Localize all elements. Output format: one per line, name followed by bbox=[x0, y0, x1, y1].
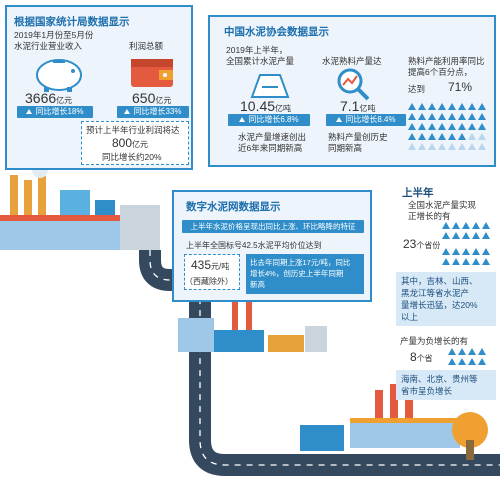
provinces-up-triangles bbox=[442, 222, 498, 246]
profit-growth-bar: 同比增长33% bbox=[117, 106, 189, 118]
revenue-label: 水泥行业营业收入 bbox=[14, 41, 83, 51]
provinces-up-value: 23个省份 bbox=[403, 237, 441, 251]
note2-line1: 熟料产量创历史 bbox=[328, 132, 388, 142]
util-line2: 提高6个百分点， bbox=[408, 67, 473, 77]
digital-net-panel: 数字水泥网数据显示 上半年水泥价格呈现出同比上涨、环比略降的特征 上半年全国标号… bbox=[172, 190, 372, 302]
utilization-triangle-grid bbox=[408, 103, 492, 155]
util-value: 71% bbox=[448, 80, 473, 94]
provinces-up-triangles-2 bbox=[442, 248, 498, 268]
forecast-value: 800亿元 bbox=[112, 136, 149, 150]
stats-bureau-panel: 根据国家统计局数据显示 2019年1月份至5月份 水泥行业营业收入 利润总额 3… bbox=[5, 5, 193, 170]
price-headline-bar: 上半年水泥价格呈现出同比上涨、环比略降的特征 bbox=[182, 220, 364, 233]
stats-bureau-title: 根据国家统计局数据显示 bbox=[14, 16, 130, 28]
compare-line3: 新高 bbox=[250, 280, 265, 289]
cement-assoc-panel: 中国水泥协会数据显示 2019年上半年， 全国累计水泥产量 水泥熟料产量达 10… bbox=[208, 15, 496, 167]
side-sub2: 正增长的有 bbox=[408, 211, 451, 221]
intro-line2: 全国累计水泥产量 bbox=[226, 56, 295, 66]
side-heading: 上半年 bbox=[402, 187, 434, 199]
compare-line2: 增长4%，创历史上半年同期 bbox=[250, 269, 344, 278]
provinces-down-value: 8个省 bbox=[410, 350, 433, 364]
factory-right-illustration bbox=[300, 384, 488, 460]
util-line1: 熟料产能利用率同比 bbox=[408, 56, 485, 66]
price-note: （西藏除外） bbox=[185, 277, 233, 286]
price-compare-box: 比去年同期上涨17元/吨，同比 增长4%，创历史上半年同期 新高 bbox=[246, 254, 364, 294]
period-text: 2019年1月份至5月份 bbox=[14, 30, 94, 40]
intro-line1: 2019年上半年， bbox=[226, 45, 288, 55]
note1-line2: 近6年来同期新高 bbox=[238, 143, 303, 153]
output-growth-bar: 同比增长6.8% bbox=[228, 114, 310, 126]
arrow-up-icon bbox=[124, 109, 131, 114]
profit-value: 650亿元 bbox=[132, 90, 172, 106]
revenue-growth-bar: 同比增长18% bbox=[17, 106, 93, 118]
fast-line1: 其中，吉林、山西、 bbox=[401, 276, 478, 286]
magnifier-chart-icon bbox=[337, 68, 370, 101]
clinker-value: 7.1亿吨 bbox=[340, 98, 376, 114]
price-box: 435元/吨 （西藏除外） bbox=[184, 254, 240, 290]
revenue-value: 3666亿元 bbox=[25, 90, 73, 106]
arrow-up-icon bbox=[26, 109, 33, 114]
note2-line2: 同期新高 bbox=[328, 143, 363, 153]
side-sub1: 全国水泥产量实现 bbox=[408, 200, 477, 210]
fast-line2: 黑龙江等省水泥产 bbox=[401, 288, 470, 298]
compare-line1: 比去年同期上涨17元/吨，同比 bbox=[250, 258, 351, 267]
negative-list-block: 海南、北京、贵州等 省市呈负增长 bbox=[396, 370, 496, 400]
fast-growth-block: 其中，吉林、山西、 黑龙江等省水泥产 量增长迅猛，达20% 以上 bbox=[396, 272, 496, 326]
wallet-icon bbox=[131, 59, 173, 87]
fast-line3: 量增长迅猛，达20% bbox=[401, 300, 478, 310]
cement-mixer-icon bbox=[250, 74, 290, 98]
piggy-bank-icon bbox=[36, 59, 82, 92]
forecast-line1: 预计上半年行业利润将达 bbox=[86, 125, 180, 135]
note1-line1: 水泥产量增速创出 bbox=[238, 132, 307, 142]
avg-price-line: 上半年全国标号42.5水泥平均价位达到 bbox=[186, 241, 322, 250]
util-line3: 达到 bbox=[408, 84, 426, 94]
output-value: 10.45亿吨 bbox=[240, 98, 292, 114]
provinces-down-triangles bbox=[448, 348, 498, 368]
clinker-growth-bar: 同比增长8.4% bbox=[326, 114, 406, 126]
price-value: 435元/吨 bbox=[191, 258, 230, 272]
fast-line4: 以上 bbox=[401, 312, 419, 322]
cement-assoc-title: 中国水泥协会数据显示 bbox=[224, 26, 329, 38]
forecast-box: 预计上半年行业利润将达 800亿元 同比增长约20% bbox=[81, 121, 189, 165]
arrow-up-icon bbox=[336, 117, 343, 122]
negative-label: 产量为负增长的有 bbox=[400, 336, 469, 346]
neg-list-line1: 海南、北京、贵州等 bbox=[401, 374, 478, 384]
digital-net-title: 数字水泥网数据显示 bbox=[186, 201, 281, 213]
factory-left-illustration bbox=[0, 162, 160, 250]
profit-label: 利润总额 bbox=[129, 41, 164, 51]
neg-list-line2: 省市呈负增长 bbox=[401, 386, 453, 396]
arrow-up-icon bbox=[239, 117, 246, 122]
clinker-label: 水泥熟料产量达 bbox=[322, 56, 382, 66]
factory-middle-illustration bbox=[178, 296, 327, 352]
forecast-line2: 同比增长约20% bbox=[102, 152, 162, 162]
